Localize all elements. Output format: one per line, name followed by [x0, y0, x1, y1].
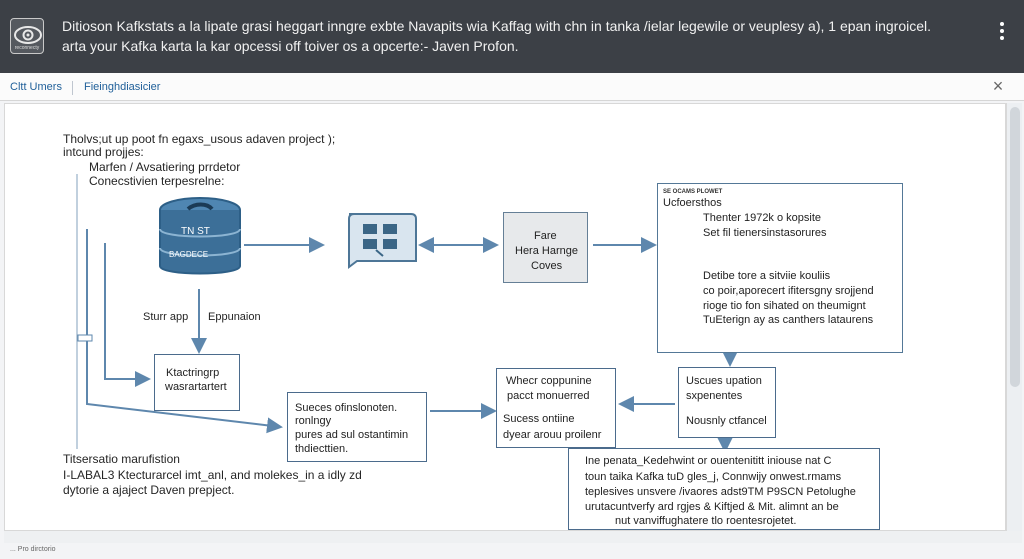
- info-box-title: SE OCAMS PLOWET: [663, 189, 723, 195]
- kitchen-box: [154, 354, 240, 411]
- success-line-2: ronlngy: [295, 415, 332, 427]
- kitchen-line-1: Ktactringrp: [166, 367, 220, 379]
- footer-box-line-1: Ine penata_Kedehwint or ouentenititt ini…: [585, 455, 832, 467]
- center-line-2: pacct monuerred: [507, 390, 590, 402]
- success-line-1: Sueces ofinslonoten.: [295, 402, 398, 414]
- tab-settings[interactable]: Fieinghdiasicier: [84, 81, 161, 93]
- info-line-4: Detibe tore a sitviie kouliis: [703, 270, 831, 282]
- info-line-7: TuEterign ay as canthers lataurens: [703, 314, 874, 326]
- success-line-4: thdiecttien.: [295, 443, 349, 455]
- info-line-1: Ucfoersthos: [663, 197, 722, 209]
- footer-left-line-2: I-LABAL3 Ktecturarcel imt_anl, and molek…: [63, 468, 362, 482]
- tab-bar: Cltt Umers Fieinghdiasicier ×: [0, 73, 1024, 101]
- footer-box-line-4: urutacuntverfy ard rgjes & Kiftjed & Mit…: [585, 501, 839, 513]
- gray-box-line-2: Hera Harnge: [515, 245, 578, 257]
- footer-box: [568, 448, 880, 530]
- database-icon: [159, 197, 241, 275]
- content-panel: Tholvs;ut up poot fn egaxs_usous adaven …: [4, 103, 1006, 531]
- footer-box-line-2: toun taika Kafka tuD gles_j, Connwijy on…: [585, 471, 842, 483]
- start-app-label: Sturr app: [143, 311, 189, 323]
- intro-line-3: Marfen / Avsatiering prrdetor: [89, 160, 241, 174]
- horizontal-scrollbar[interactable]: [4, 531, 1022, 543]
- more-menu-icon[interactable]: [994, 20, 1010, 44]
- center-box: [496, 368, 616, 448]
- update-box: [678, 367, 776, 438]
- footer-box-line-3: teplesives unsvere /ivaores adst9TM P9SC…: [585, 486, 856, 498]
- success-line-3: pures ad sul ostantimin: [295, 429, 409, 441]
- info-line-2: Thenter 1972k o kopsite: [703, 212, 822, 224]
- success-box: [287, 392, 427, 462]
- kitchen-line-2: wasrartartert: [165, 381, 227, 393]
- logo-label: reconnecty: [14, 45, 40, 51]
- info-line-6: rioge tio fon sihated on theumignt: [703, 300, 866, 312]
- intro-line-4: Conecstivien terpesrelne:: [89, 174, 225, 188]
- database-label-2: BAGDECE: [169, 250, 209, 259]
- info-line-3: Set fil tienersinstasorures: [703, 227, 827, 239]
- notice-line-1: Ditioson Kafkstats a la lipate grasi heg…: [62, 18, 932, 34]
- database-label-1: TN ST: [181, 226, 210, 237]
- bottom-status: ... Pro dirctorio: [10, 546, 56, 553]
- update-line-1: Uscues upation: [686, 375, 762, 387]
- footer-left-line-1: Titsersatio marufistion: [63, 452, 180, 466]
- center-line-1: Whecr coppunine: [506, 375, 592, 387]
- update-line-3: Nousnly ctfancel: [686, 415, 767, 427]
- info-box: [657, 183, 903, 353]
- top-notice-bar: reconnecty Ditioson Kafkstats a la lipat…: [0, 0, 1024, 73]
- info-line-5: co poir,aporecert ifitersgny srojjend: [703, 285, 874, 297]
- gray-box-line-3: Coves: [531, 260, 563, 272]
- tab-separator: [72, 81, 73, 95]
- center-line-3: Sucess ontiine: [503, 413, 575, 425]
- center-line-4: dyear arouu proilenr: [503, 429, 602, 441]
- footer-left-line-3: dytorie a ajaject Daven prepject.: [63, 483, 235, 497]
- notice-text: Ditioson Kafkstats a la lipate grasi heg…: [62, 16, 962, 56]
- grid-chat-icon: [348, 213, 417, 269]
- notice-line-2: arta your Kafka karta la kar opcessi off…: [62, 38, 519, 54]
- gray-box-line-1: Fare: [534, 230, 557, 242]
- close-icon[interactable]: ×: [992, 76, 1004, 96]
- expansion-label: Eppunaion: [208, 311, 261, 323]
- intro-line-1: Tholvs;ut up poot fn egaxs_usous adaven …: [63, 132, 336, 146]
- scroll-thumb[interactable]: [1010, 107, 1020, 387]
- footer-box-line-5: nut vanviffughatere tlo roentesrojetet.: [615, 515, 797, 527]
- vertical-scrollbar[interactable]: [1006, 103, 1022, 531]
- eye-logo-icon: reconnecty: [10, 18, 44, 54]
- gray-process-box: [503, 212, 588, 283]
- tab-users[interactable]: Cltt Umers: [10, 81, 62, 93]
- intro-line-2: intcund projjes:: [63, 145, 144, 159]
- update-line-2: sxpenentes: [686, 390, 743, 402]
- diagram-connectors: [76, 174, 738, 453]
